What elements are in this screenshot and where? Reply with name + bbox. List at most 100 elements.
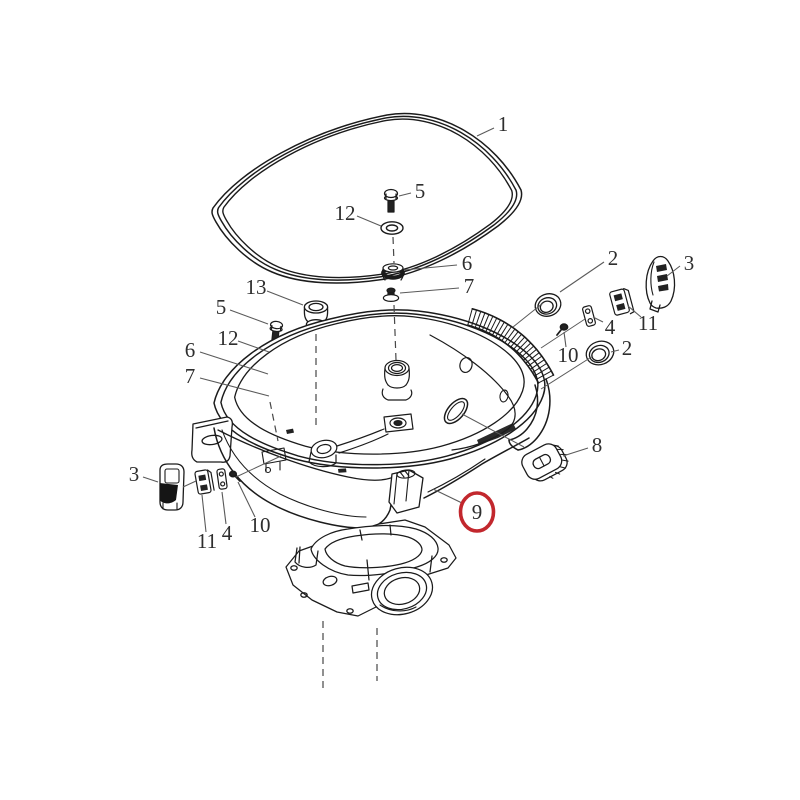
- leader-line-part-1: [476, 127, 495, 137]
- callout-label-part-12: 12: [335, 201, 356, 225]
- latch-lever-3-left: [159, 463, 185, 511]
- leader-line-part-7: [199, 377, 270, 397]
- leader-line-part-2: [610, 349, 620, 353]
- leader-line-part-10: [563, 331, 567, 348]
- callout-label-part-2: 2: [622, 336, 633, 360]
- latch-lever-3-right: [645, 255, 676, 313]
- leader-line-part-5: [398, 192, 412, 197]
- part-9-highlight-circle: [458, 491, 496, 533]
- intake-rib: [498, 323, 509, 340]
- callout-label-part-3: 3: [129, 462, 140, 486]
- intake-band-inner-edge: [466, 324, 540, 384]
- rubber-mount-8: [521, 443, 569, 482]
- plate-4-left: [216, 468, 228, 490]
- screw-10-left: [228, 470, 241, 482]
- intake-rib: [467, 308, 473, 326]
- callout-label-part-2: 2: [608, 246, 619, 270]
- highlight-layer: [458, 491, 496, 533]
- callout-label-part-4: 4: [605, 315, 616, 339]
- callout-label-part-11: 11: [638, 311, 658, 335]
- callout-label-part-6: 6: [462, 251, 473, 275]
- leader-line-part-9: [432, 488, 463, 504]
- leader-line-part-5: [229, 309, 269, 325]
- intake-rib: [512, 336, 526, 351]
- intake-rib: [518, 342, 532, 356]
- washer-12-top: [380, 221, 404, 235]
- intake-rib: [491, 319, 502, 336]
- plate-4-right: [582, 305, 596, 327]
- intake-rib: [474, 310, 482, 329]
- intake-rib: [501, 326, 512, 342]
- intake-rib: [471, 309, 478, 327]
- leader-line-part-4: [592, 316, 604, 323]
- intake-rib: [520, 345, 535, 358]
- latch-11-right: [609, 287, 635, 316]
- leader-line-part-3: [142, 476, 159, 483]
- leader-line-part-7: [399, 287, 460, 294]
- air-intake-ribs: [466, 308, 555, 384]
- callout-label-part-10: 10: [558, 343, 579, 367]
- leader-line-part-6: [199, 351, 269, 375]
- callout-label-part-12: 12: [218, 326, 239, 350]
- grommet-2-upper: [534, 293, 562, 317]
- intake-rib: [534, 366, 550, 377]
- intake-band-outer-edge: [471, 308, 555, 376]
- intake-rib: [531, 362, 548, 374]
- callout-label-part-1: 1: [498, 112, 509, 136]
- leader-line-part-4: [221, 491, 227, 525]
- engine-bracket: [285, 519, 457, 617]
- callout-label-part-10: 10: [250, 513, 271, 537]
- bottom-cowling: [191, 309, 551, 529]
- leader-line-part-8: [562, 447, 589, 457]
- assembly-lines: [182, 236, 594, 688]
- placement-line: [182, 480, 197, 488]
- leader-line-part-11: [627, 305, 642, 318]
- callout-label-part-7: 7: [464, 274, 475, 298]
- intake-rib: [515, 339, 529, 353]
- leader-line-part-11: [201, 494, 207, 533]
- placement-line: [512, 302, 544, 328]
- callout-label-part-8: 8: [592, 433, 603, 457]
- leader-line-part-12: [356, 215, 382, 227]
- callout-label-part-9: 9: [472, 500, 483, 524]
- placement-line: [235, 455, 282, 478]
- intake-rib: [488, 317, 498, 334]
- callout-label-part-11: 11: [197, 529, 217, 553]
- intake-rib: [495, 321, 505, 338]
- callout-label-part-5: 5: [415, 179, 426, 203]
- intake-rib: [504, 328, 516, 344]
- bushing-7-top: [382, 287, 400, 303]
- callout-label-part-6: 6: [185, 338, 196, 362]
- placement-line: [461, 413, 525, 448]
- leader-line-part-2: [559, 261, 605, 293]
- leader-line-part-10: [237, 481, 256, 518]
- assembly-dashed-line: [393, 304, 397, 361]
- screw-5-top: [383, 188, 399, 213]
- intake-rib: [525, 352, 540, 364]
- intake-rib: [522, 348, 537, 361]
- screw-10-right: [556, 323, 569, 336]
- placement-line: [540, 318, 586, 349]
- grommet-6-top: [381, 263, 405, 281]
- intake-rib: [485, 315, 494, 333]
- callout-label-part-3: 3: [684, 251, 695, 275]
- assembly-dashed-line: [392, 236, 395, 264]
- callout-label-part-4: 4: [222, 521, 233, 545]
- placement-line: [540, 355, 594, 390]
- latch-11-left: [194, 469, 215, 495]
- intake-rib: [536, 370, 552, 380]
- intake-rib: [481, 313, 490, 331]
- intake-rib: [529, 359, 545, 370]
- grommet-2-lower: [585, 340, 615, 366]
- intake-rib: [527, 355, 543, 367]
- callout-label-part-5: 5: [216, 295, 227, 319]
- callout-label-part-13: 13: [246, 275, 267, 299]
- leader-line-part-6: [403, 264, 458, 271]
- leader-line-part-3: [666, 265, 681, 277]
- assembly-dashed-line: [269, 401, 279, 442]
- leader-line-part-13: [266, 290, 304, 306]
- callout-label-part-7: 7: [185, 364, 196, 388]
